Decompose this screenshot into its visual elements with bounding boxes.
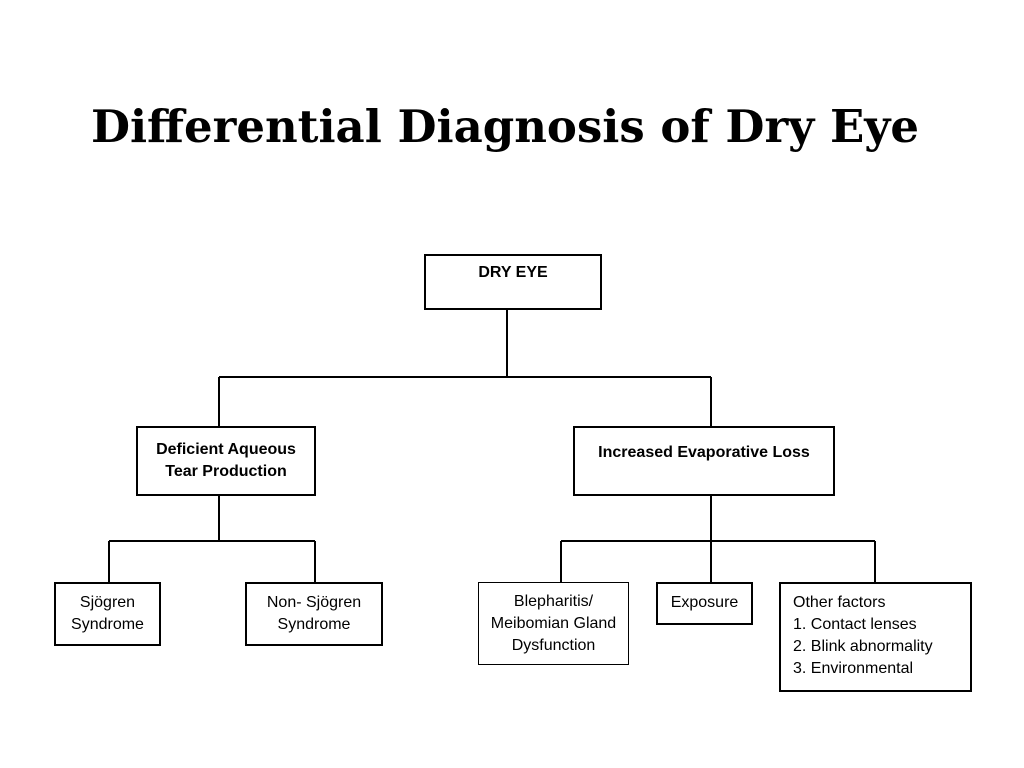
node-blepharitis-line-2: Meibomian Gland [490,614,617,632]
node-dry-eye: DRY EYE [424,254,602,310]
node-increased-evaporative-loss-line-1: Increased Evaporative Loss [598,444,810,461]
node-non-sjogren-line-2: Syndrome [277,616,351,633]
node-sjogren-syndrome: Sjögren Syndrome [54,582,161,646]
node-deficient-aqueous-line-1: Deficient Aqueous [156,441,296,458]
node-blepharitis-line-1: Blepharitis/ [513,592,594,610]
node-deficient-aqueous-line-2: Tear Production [165,463,287,480]
node-non-sjogren-line-1: Non- Sjögren [266,594,362,611]
node-deficient-aqueous: Deficient Aqueous Tear Production [136,426,316,496]
node-blepharitis-line-3: Dysfunction [511,636,596,654]
node-other-factors: Other factors 1. Contact lenses 2. Blink… [779,582,972,692]
node-sjogren-line-2: Syndrome [71,616,144,633]
node-other-factors-line-4: 3. Environmental [793,660,914,677]
node-increased-evaporative-loss: Increased Evaporative Loss [573,426,835,496]
node-exposure-line-1: Exposure [670,594,739,611]
node-exposure: Exposure [656,582,753,625]
node-other-factors-line-2: 1. Contact lenses [793,616,917,633]
node-dry-eye-line-1: DRY EYE [478,264,548,281]
node-blepharitis: Blepharitis/ Meibomian Gland Dysfunction [478,582,629,665]
slide-title: Differential Diagnosis of Dry Eye [90,100,920,153]
node-non-sjogren-syndrome: Non- Sjögren Syndrome [245,582,383,646]
node-other-factors-line-3: 2. Blink abnormality [793,638,933,655]
node-sjogren-line-1: Sjögren [79,594,136,611]
node-other-factors-line-1: Other factors [793,594,886,611]
